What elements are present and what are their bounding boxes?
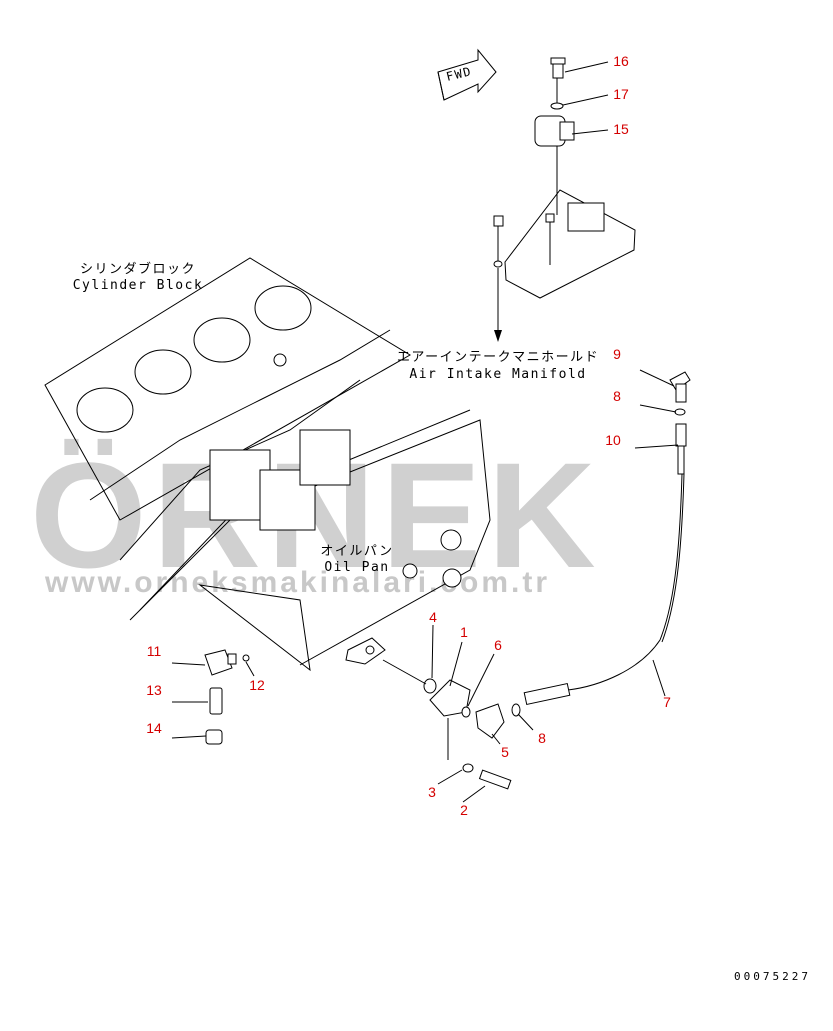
part-number-12: 12 bbox=[249, 677, 265, 693]
air-intake-label-jp: エアーインテークマニホールド bbox=[396, 350, 600, 365]
part-number-10: 10 bbox=[605, 432, 621, 448]
part-number-2: 2 bbox=[460, 802, 468, 818]
part-number-17: 17 bbox=[613, 86, 629, 102]
leader-lines bbox=[171, 61, 679, 803]
sensor-connector-10 bbox=[669, 371, 691, 475]
oil-pan-label-en: Oil Pan bbox=[324, 560, 390, 575]
part-number-4: 4 bbox=[429, 609, 437, 625]
part-number-9: 9 bbox=[613, 346, 621, 362]
cylinder-block-label-en: Cylinder Block bbox=[72, 278, 204, 293]
cylinder-block-outline bbox=[44, 257, 411, 521]
part-number-5: 5 bbox=[501, 744, 509, 760]
part-number-6: 6 bbox=[494, 637, 502, 653]
part-number-8a: 8 bbox=[613, 388, 621, 404]
fwd-arrow-icon bbox=[437, 48, 497, 101]
adapter-group bbox=[345, 637, 512, 790]
document-number: 00075227 bbox=[734, 970, 811, 983]
oil-pan-label-jp: オイルパン bbox=[320, 544, 394, 559]
engine-body bbox=[89, 329, 491, 672]
part-number-7: 7 bbox=[663, 694, 671, 710]
sensor-part-15 bbox=[534, 57, 575, 215]
part-number-14: 14 bbox=[146, 720, 162, 736]
part-number-8b: 8 bbox=[538, 730, 546, 746]
part-number-16: 16 bbox=[613, 53, 629, 69]
bracket-plate bbox=[493, 189, 636, 342]
part-number-11: 11 bbox=[146, 643, 162, 659]
air-intake-label-en: Air Intake Manifold bbox=[409, 367, 587, 382]
part-number-13: 13 bbox=[146, 682, 162, 698]
watermark-url: www.orneksmakinalari.com.tr bbox=[45, 566, 551, 599]
harness-part-7 bbox=[567, 473, 683, 691]
part-number-15: 15 bbox=[613, 121, 629, 137]
part-number-3: 3 bbox=[428, 784, 436, 800]
fittings-group bbox=[204, 649, 250, 745]
part-number-1: 1 bbox=[460, 624, 468, 640]
cylinder-block-label-jp: シリンダブロック bbox=[79, 262, 197, 277]
